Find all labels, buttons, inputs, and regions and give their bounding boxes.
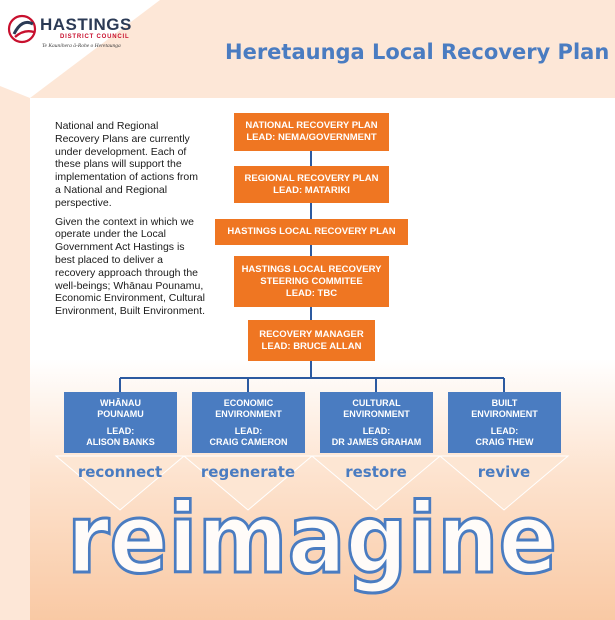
wellbeing-lead-name: CRAIG CAMERON — [209, 436, 288, 447]
wellbeing-lead-name: ALISON BANKS — [86, 436, 155, 447]
logo-subtitle: DISTRICT COUNCIL — [60, 34, 130, 40]
wellbeing-lead-label: LEAD: — [106, 425, 135, 436]
intro-paragraph-1: National and Regional Recovery Plans are… — [55, 120, 198, 209]
national-plan-box: NATIONAL RECOVERY PLAN LEAD: NEMA/GOVERN… — [234, 113, 389, 151]
recovery-manager-name: RECOVERY MANAGER — [259, 328, 364, 340]
logo-emblem-icon — [7, 14, 37, 44]
local-plan-box: HASTINGS LOCAL RECOVERY PLAN — [215, 219, 408, 245]
verb-reconnect: reconnect — [77, 463, 163, 481]
wellbeing-lead-label: LEAD: — [490, 425, 519, 436]
verb-restore: restore — [345, 463, 407, 481]
wellbeing-title-line-1: ECONOMIC — [223, 397, 274, 408]
steering-line-2: STEERING COMMITEE — [260, 275, 363, 287]
regional-plan-box: REGIONAL RECOVERY PLAN LEAD: MATARIKI — [234, 166, 389, 203]
local-plan-name: HASTINGS LOCAL RECOVERY PLAN — [227, 226, 396, 237]
wellbeing-title-line-2: POUNAMU — [97, 408, 144, 419]
regional-plan-name: REGIONAL RECOVERY PLAN — [244, 172, 379, 184]
recovery-manager-box: RECOVERY MANAGER LEAD: BRUCE ALLAN — [248, 320, 375, 361]
verb-regenerate: regenerate — [200, 463, 296, 481]
wellbeing-title-line-1: CULTURAL — [352, 397, 401, 408]
reimagine-text: reimagine — [67, 483, 557, 595]
wellbeing-title-line-2: ENVIRONMENT — [471, 408, 538, 419]
page-title: Heretaunga Local Recovery Plan — [225, 40, 610, 64]
wellbeing-title-line-1: WHĀNAU — [100, 397, 141, 408]
wellbeing-title-line-2: ENVIRONMENT — [343, 408, 410, 419]
wellbeing-box-built: BUILT ENVIRONMENT LEAD: CRAIG THEW — [448, 392, 561, 453]
intro-paragraph-2: Given the context in which we operate un… — [55, 215, 205, 318]
wellbeing-lead-name: CRAIG THEW — [475, 436, 534, 447]
steering-committee-box: HASTINGS LOCAL RECOVERY STEERING COMMITE… — [234, 256, 389, 307]
wellbeing-lead-label: LEAD: — [362, 425, 391, 436]
regional-plan-lead: LEAD: MATARIKI — [273, 184, 350, 196]
logo-tagline: Te Kaunihera ā-Rohe o Heretaunga — [42, 43, 121, 49]
steering-lead: LEAD: TBC — [285, 287, 338, 299]
wellbeing-box-economic: ECONOMIC ENVIRONMENT LEAD: CRAIG CAMERON — [192, 392, 305, 453]
national-plan-name: NATIONAL RECOVERY PLAN — [245, 120, 378, 131]
recovery-manager-lead: LEAD: BRUCE ALLAN — [261, 340, 362, 352]
steering-line-1: HASTINGS LOCAL RECOVERY — [241, 263, 382, 275]
wellbeing-lead-name: DR JAMES GRAHAM — [331, 436, 422, 447]
wellbeing-lead-label: LEAD: — [234, 425, 263, 436]
verb-revive: revive — [477, 463, 531, 481]
council-logo: HASTINGS DISTRICT COUNCIL Te Kaunihera ā… — [6, 12, 166, 52]
logo-name: HASTINGS — [40, 15, 132, 34]
wellbeing-box-cultural: CULTURAL ENVIRONMENT LEAD: DR JAMES GRAH… — [320, 392, 433, 453]
wellbeing-box-whanau: WHĀNAU POUNAMU LEAD: ALISON BANKS — [64, 392, 177, 453]
wellbeing-title-line-1: BUILT — [491, 397, 518, 408]
wellbeing-title-line-2: ENVIRONMENT — [215, 408, 282, 419]
national-plan-lead: LEAD: NEMA/GOVERNMENT — [246, 132, 377, 143]
intro-text: National and Regional Recovery Plans are… — [55, 120, 205, 324]
